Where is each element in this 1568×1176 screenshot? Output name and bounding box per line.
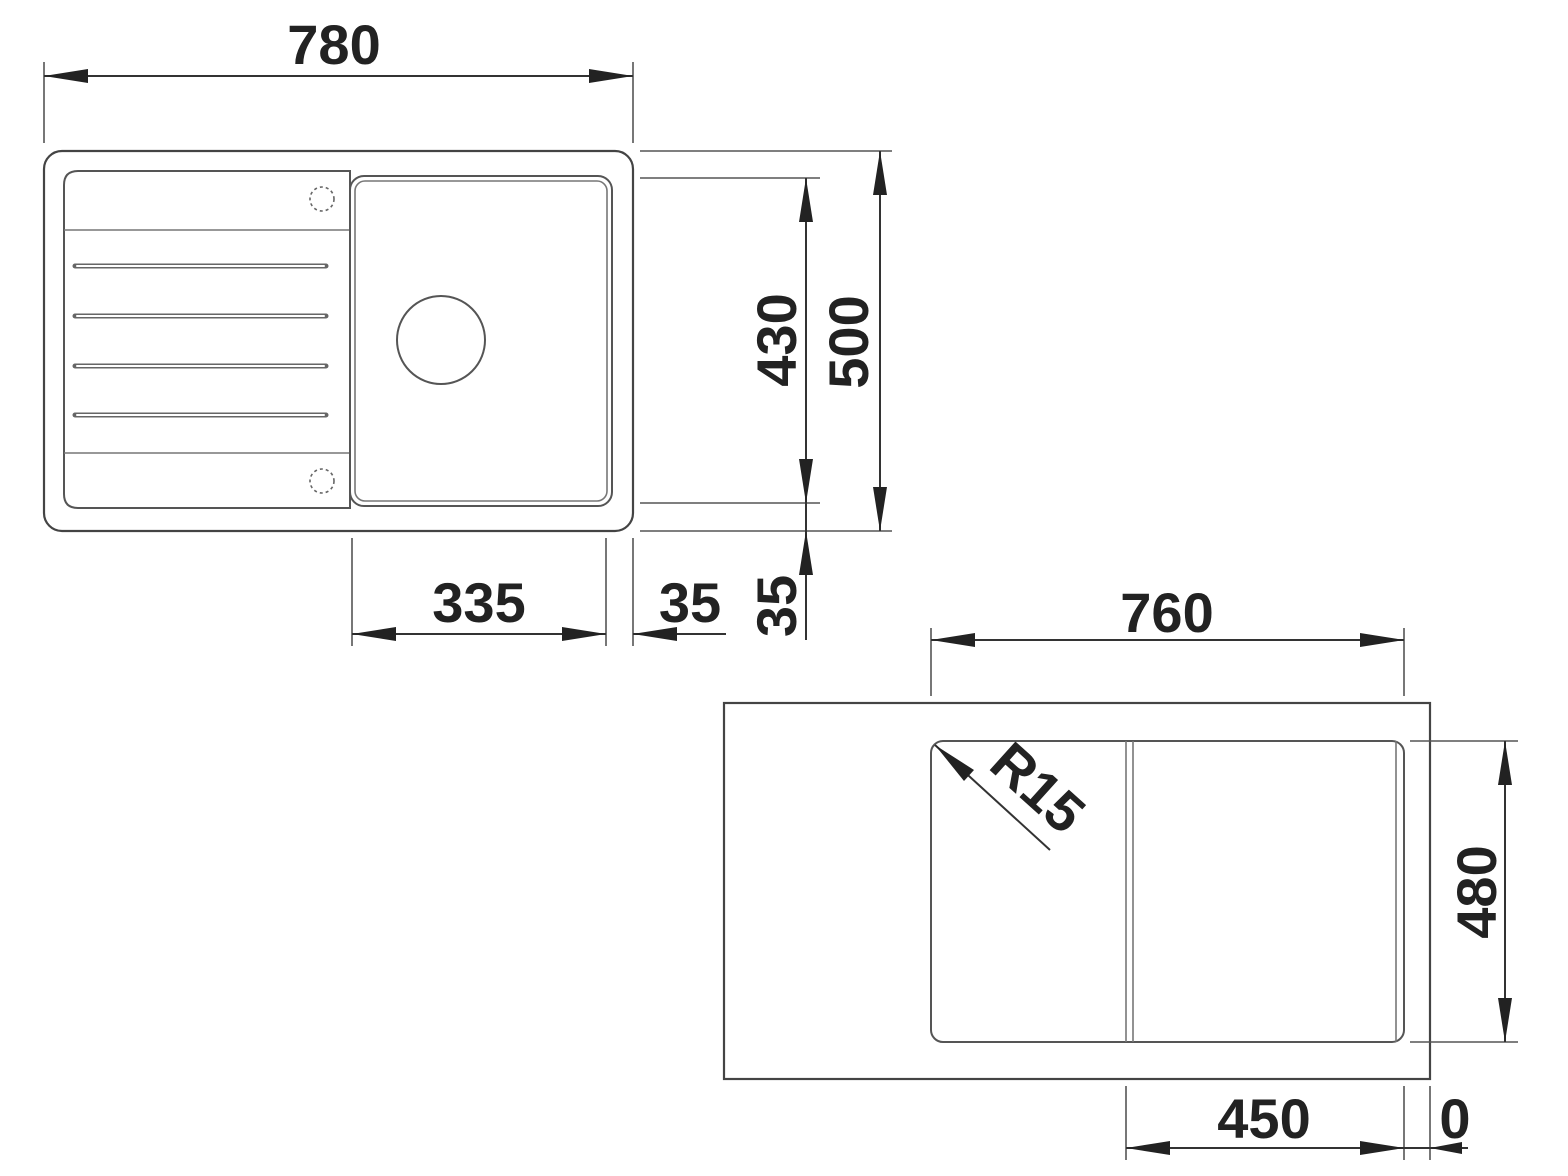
arrowhead-top	[873, 151, 887, 195]
cutout-view: R15	[722, 701, 1432, 1081]
dimension-label: R15	[979, 730, 1098, 846]
radius-callout-r15: R15	[934, 730, 1098, 851]
arrowhead-right	[1360, 1141, 1404, 1155]
drainer-area	[63, 170, 351, 509]
sink-bowl	[349, 175, 613, 507]
dimension-offset-0: 0	[1404, 1086, 1471, 1160]
sink-outer-rim	[42, 149, 635, 533]
dimension-depth-500: 500	[640, 150, 892, 532]
arrowhead-top	[799, 178, 813, 222]
arrowhead-radius	[935, 745, 974, 781]
arrowhead-bottom	[799, 459, 813, 503]
dimension-rim-35-horizontal: 35	[632, 538, 726, 646]
bowl-inner-edge	[354, 180, 608, 502]
dimension-width-760: 760	[930, 581, 1405, 696]
arrowhead-left	[352, 627, 396, 641]
worktop-outline	[722, 701, 1432, 1081]
dimension-label: 430	[745, 293, 808, 386]
arrowhead-right	[1360, 633, 1404, 647]
drainer-grooves	[72, 263, 329, 418]
dimension-label: 500	[817, 295, 880, 388]
arrowhead-right	[562, 627, 606, 641]
dimension-label: 35	[659, 571, 721, 634]
dimension-rim-35-vertical: 35	[745, 503, 813, 640]
dimension-width-780: 780	[43, 13, 634, 143]
arrowhead-left	[44, 69, 88, 83]
dimension-label: 335	[432, 571, 525, 634]
sink-top-view	[42, 149, 635, 533]
arrowhead-bottom	[1498, 998, 1512, 1042]
cutout-outline	[930, 740, 1405, 1043]
dimension-label: 480	[1445, 845, 1508, 938]
arrowhead-bottom	[873, 487, 887, 531]
dimension-depth-430: 430	[640, 177, 820, 504]
dimension-label: 35	[745, 575, 808, 637]
arrowhead-left	[1430, 1142, 1462, 1154]
bowl-outline	[349, 175, 613, 507]
arrowhead-right	[589, 69, 633, 83]
dimension-depth-480: 480	[1410, 740, 1518, 1043]
dimension-bowl-335: 335	[351, 538, 607, 646]
dimension-label: 780	[287, 13, 380, 76]
arrowhead-left	[633, 627, 677, 641]
dimension-bowl-450: 450	[1125, 1086, 1405, 1160]
dimension-label: 760	[1120, 581, 1213, 644]
arrowhead-top	[799, 531, 813, 575]
drain-hole	[396, 295, 486, 385]
dimension-label: 450	[1217, 1087, 1310, 1150]
arrowhead-left	[1126, 1141, 1170, 1155]
tap-hole-marker-bottom	[309, 468, 335, 494]
drainer-outline	[63, 170, 351, 509]
arrowhead-top	[1498, 741, 1512, 785]
tap-hole-marker-top	[309, 186, 335, 212]
dimension-label: 0	[1439, 1087, 1470, 1150]
arrowhead-left	[931, 633, 975, 647]
